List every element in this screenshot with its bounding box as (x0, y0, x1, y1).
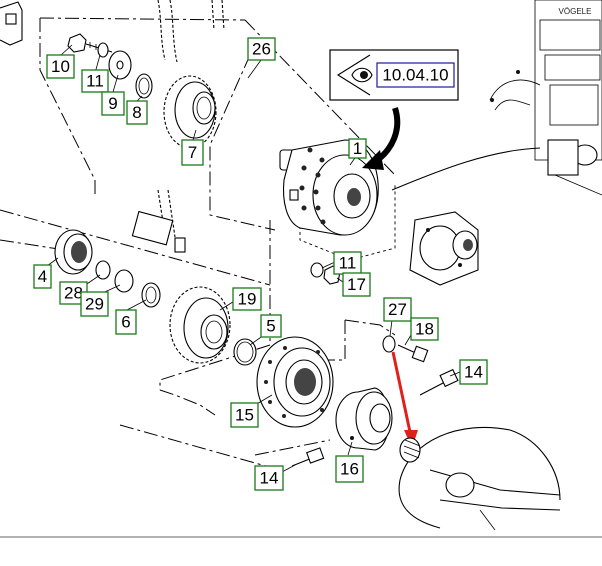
flange-15 (256, 336, 334, 428)
svg-text:11: 11 (339, 254, 357, 273)
wheel-sketch (398, 426, 561, 531)
svg-text:27: 27 (388, 300, 407, 319)
svg-text:15: 15 (235, 406, 254, 425)
gear-19-assembly (169, 286, 257, 366)
callout-5[interactable]: 5 (260, 314, 282, 338)
washer-27 (382, 335, 396, 353)
hub-18 (335, 387, 393, 451)
callout-11-top[interactable]: 11 (81, 69, 109, 93)
callout-19[interactable]: 19 (232, 287, 262, 311)
eye-view-icon (336, 54, 373, 96)
callout-26[interactable]: 26 (247, 37, 276, 61)
gearbox-housing-1 (279, 139, 379, 236)
callout-7[interactable]: 7 (181, 139, 204, 166)
callout-28[interactable]: 28 (59, 281, 88, 305)
svg-text:6: 6 (121, 313, 130, 332)
svg-text:26: 26 (252, 40, 271, 59)
svg-text:28: 28 (64, 284, 83, 303)
svg-text:1: 1 (353, 139, 362, 158)
svg-text:8: 8 (132, 103, 141, 122)
highlight-arrow (391, 351, 418, 448)
bearing-4-assembly (54, 229, 161, 308)
bracket-top-left (0, 1, 23, 46)
callout-9[interactable]: 9 (101, 91, 125, 116)
svg-text:14: 14 (464, 363, 483, 382)
svg-text:VÖGELE: VÖGELE (559, 7, 592, 16)
callout-27[interactable]: 27 (383, 297, 412, 322)
svg-text:7: 7 (188, 143, 197, 162)
callout-14-bottom[interactable]: 14 (254, 465, 284, 491)
svg-text:9: 9 (108, 94, 117, 113)
svg-text:5: 5 (266, 317, 275, 336)
svg-text:16: 16 (340, 460, 359, 479)
svg-text:11: 11 (86, 72, 104, 91)
view-direction-arrow (362, 107, 401, 170)
svg-text:10: 10 (51, 57, 70, 76)
bolt-14-lower (291, 447, 325, 467)
callout-18[interactable]: 16 (335, 455, 364, 483)
sprocket-7 (163, 75, 217, 149)
callout-8[interactable]: 8 (126, 100, 148, 125)
svg-text:29: 29 (85, 295, 104, 314)
callout-4[interactable]: 4 (33, 264, 52, 289)
callout-6[interactable]: 6 (115, 309, 137, 335)
callout-11-mid[interactable]: 11 (333, 251, 362, 275)
hydraulic-motor-sketch (409, 211, 479, 286)
drive-chain-middle (131, 189, 186, 253)
callout-29[interactable]: 29 (80, 291, 109, 317)
callout-1[interactable]: 1 (348, 138, 367, 159)
callout-16[interactable]: 17 (342, 272, 371, 297)
reference-code-label: 10.04.10 (382, 66, 448, 85)
svg-text:14: 14 (260, 469, 279, 488)
drive-chain-top (157, 0, 225, 63)
callout-14-right[interactable]: 14 (459, 359, 488, 385)
callout-10[interactable]: 10 (46, 54, 75, 79)
reference-view-box[interactable]: 10.04.10 (329, 49, 459, 101)
bolt-17 (397, 344, 429, 363)
svg-text:18: 18 (415, 320, 434, 339)
svg-text:17: 17 (347, 275, 366, 294)
bolt-10-assembly (67, 33, 153, 99)
svg-text:4: 4 (38, 267, 47, 286)
machine-overview-inset: VÖGELE (489, 0, 602, 196)
svg-text:19: 19 (238, 290, 257, 309)
callout-17[interactable]: 18 (410, 317, 439, 341)
callout-15[interactable]: 15 (230, 402, 259, 428)
bolt-14-upper (419, 368, 459, 396)
